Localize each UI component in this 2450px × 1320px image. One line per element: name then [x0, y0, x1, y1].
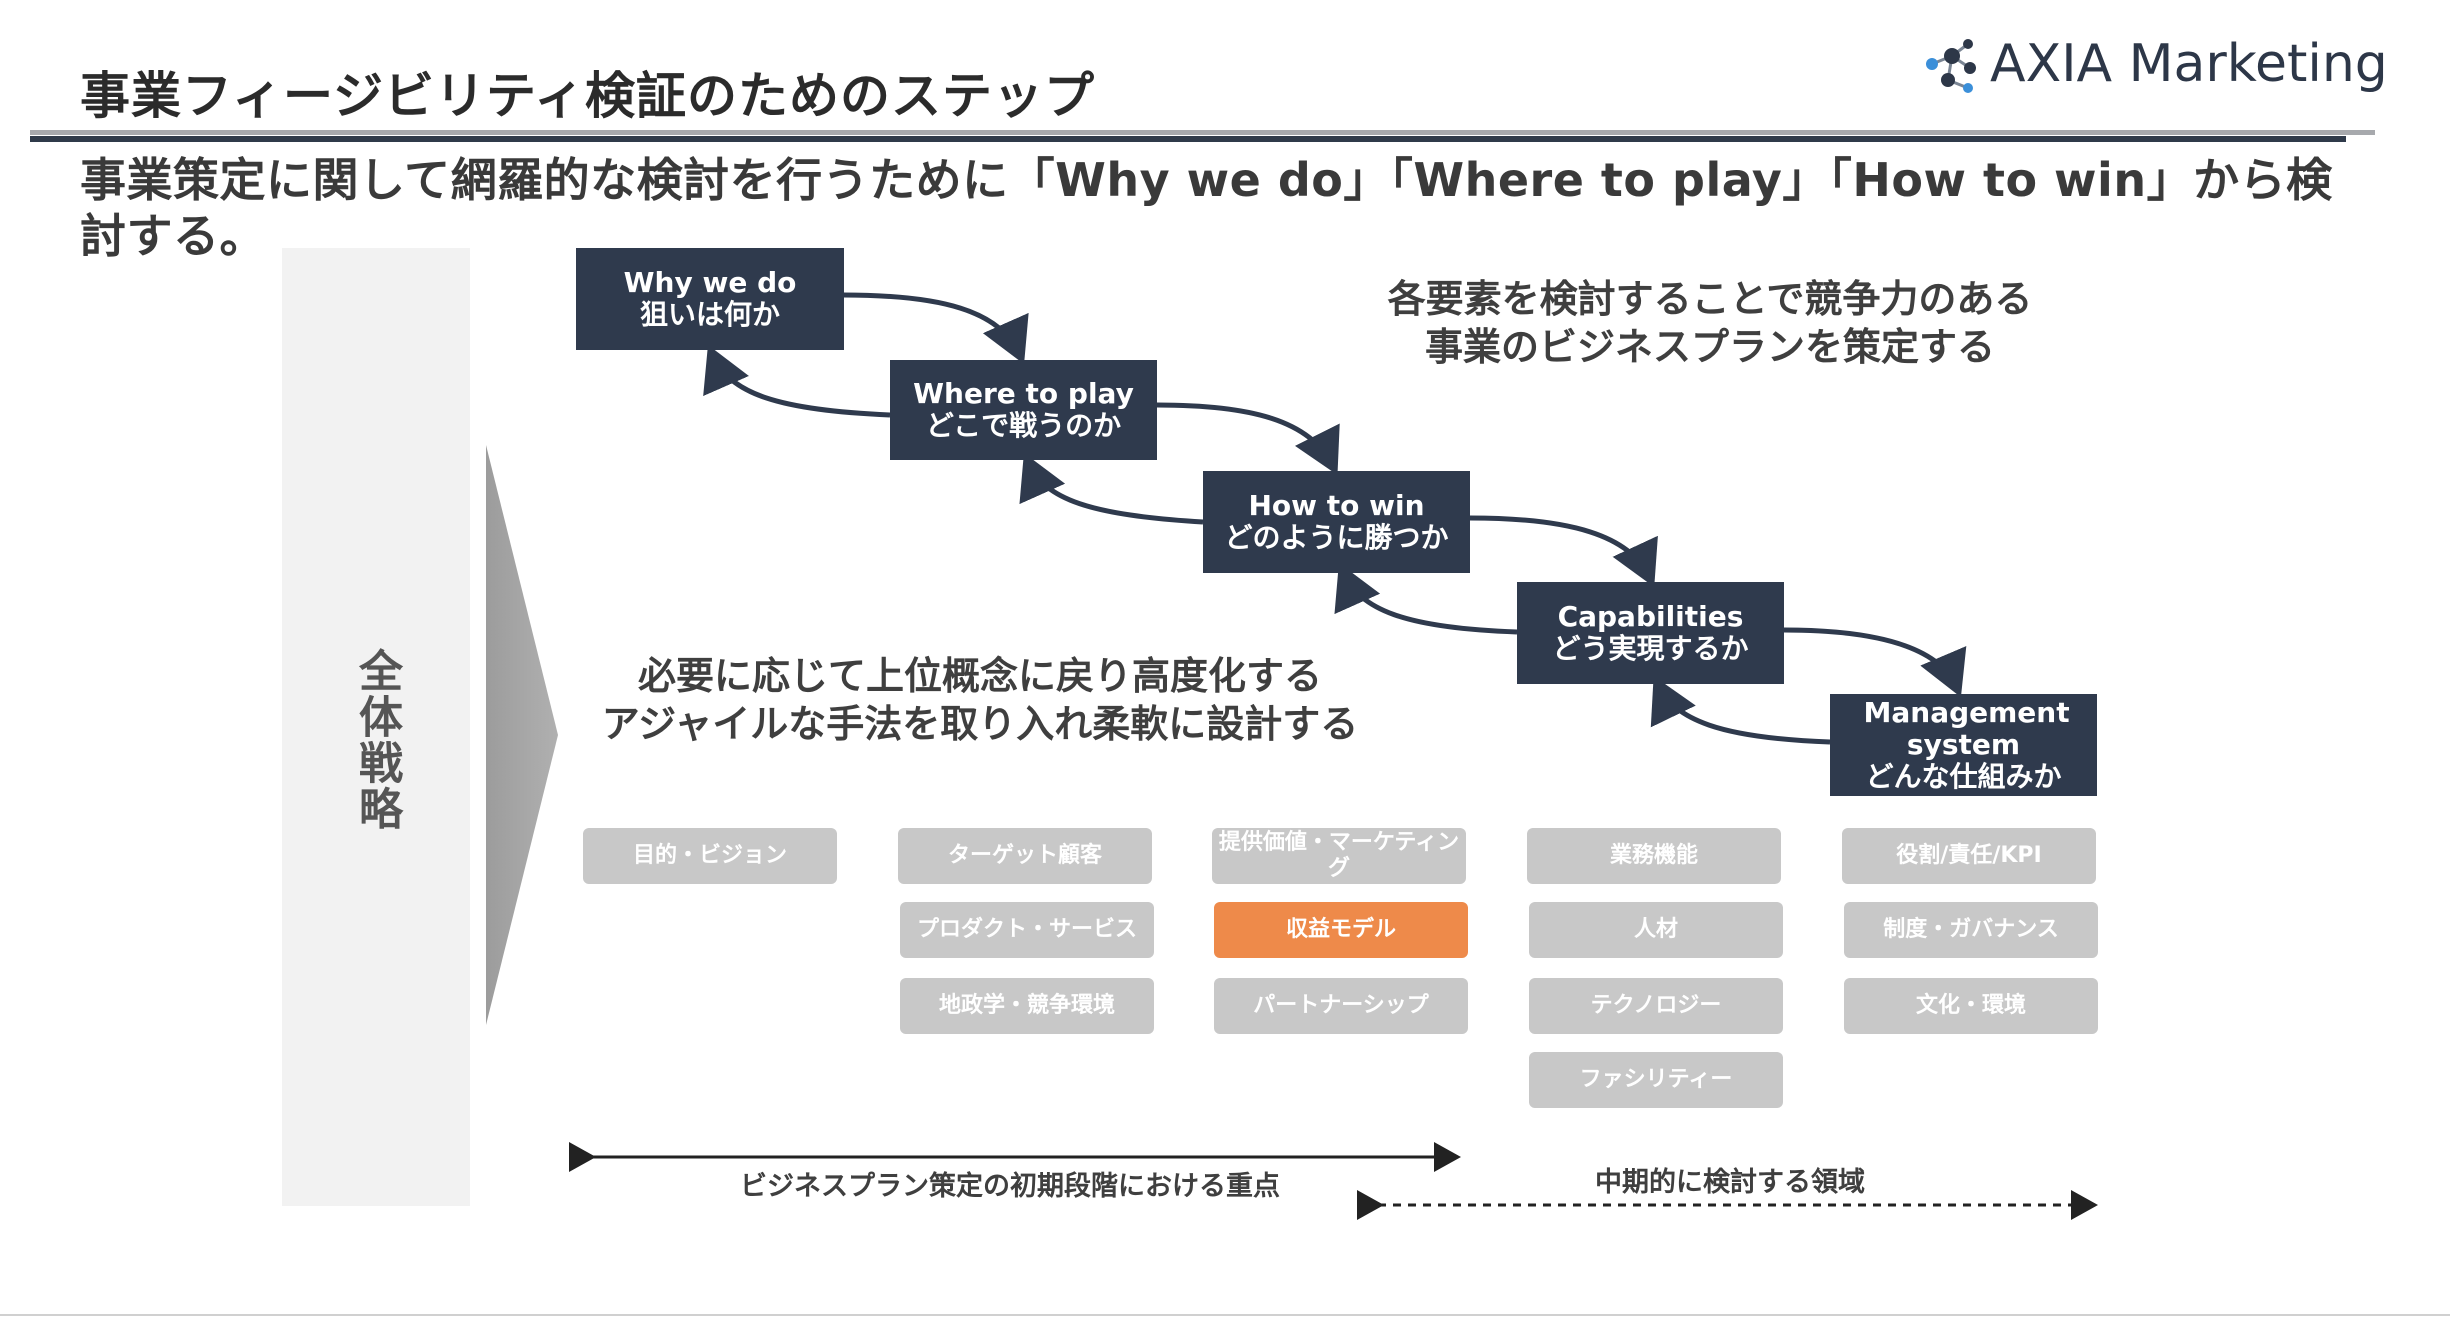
step-management-system: Management system どんな仕組みか	[1830, 694, 2097, 796]
tag-role-kpi: 役割/責任/KPI	[1842, 828, 2096, 884]
tag-governance: 制度・ガバナンス	[1844, 902, 2098, 958]
step-en: Where to play	[913, 377, 1134, 410]
tag-target-customer: ターゲット顧客	[898, 828, 1152, 884]
header-rule-light	[30, 130, 2375, 135]
left-note-line: アジャイルな手法を取り入れ柔軟に設計する	[601, 702, 1359, 746]
step-how-to-win: How to win どのように勝つか	[1203, 471, 1470, 573]
forward-arrow-4	[1783, 627, 1967, 698]
step-why-we-do: Why we do 狙いは何か	[576, 248, 844, 350]
logo: AXIA Marketing	[1918, 30, 2388, 104]
tag-partnership: パートナーシップ	[1214, 978, 1468, 1034]
forward-arrow-2	[1156, 402, 1340, 475]
early-stage-label: ビジネスプラン策定の初期段階における重点	[740, 1171, 1280, 1202]
footer-rule	[0, 1314, 2450, 1316]
left-note-line: 必要に応じて上位概念に戻り高度化する	[637, 654, 1322, 698]
step-en: Management system	[1863, 696, 2070, 761]
step-ja: どんな仕組みか	[1865, 760, 2062, 793]
step-ja: どのように勝つか	[1224, 521, 1449, 554]
molecule-icon	[1926, 39, 1976, 93]
page-title: 事業フィージビリティ検証のためのステップ	[80, 67, 1095, 125]
tag-culture-environment: 文化・環境	[1844, 978, 2098, 1034]
step-ja: どこで戦うのか	[925, 409, 1122, 442]
subtitle: 事業策定に関して網羅的な検討を行うために「Why we do」「Where to…	[80, 153, 2333, 263]
step-en: Why we do	[623, 266, 797, 299]
tag-facility: ファシリティー	[1529, 1052, 1783, 1108]
step-en: Capabilities	[1557, 600, 1744, 633]
forward-arrow-1	[842, 292, 1029, 365]
step-ja: 狙いは何か	[639, 298, 780, 331]
tag-revenue-model: 収益モデル	[1214, 902, 1468, 958]
right-note-line: 事業のビジネスプランを策定する	[1424, 325, 1995, 369]
back-arrow-1	[703, 344, 891, 418]
mid-term-label: 中期的に検討する領域	[1595, 1167, 1865, 1198]
tag-business-function: 業務機能	[1527, 828, 1781, 884]
left-panel	[282, 248, 470, 1206]
big-chevron-arrow	[486, 445, 558, 1025]
tag-human-resources: 人材	[1529, 902, 1783, 958]
tag-purpose-vision: 目的・ビジョン	[583, 828, 837, 884]
header-rule	[30, 136, 2346, 142]
tag-technology: テクノロジー	[1529, 978, 1783, 1034]
tag-value-marketing: 提供価値・マーケティング	[1212, 828, 1466, 884]
tag-product-service: プロダクト・サービス	[900, 902, 1154, 958]
right-note: 各要素を検討することで競争力のある 事業のビジネスプランを策定する	[1300, 275, 2120, 371]
left-panel-label: 全体戦略	[351, 648, 402, 832]
back-arrow-2	[1019, 452, 1204, 525]
logo-text: AXIA Marketing	[1990, 34, 2388, 94]
left-note: 必要に応じて上位概念に戻り高度化する アジャイルな手法を取り入れ柔軟に設計する	[580, 652, 1380, 748]
step-where-to-play: Where to play どこで戦うのか	[890, 360, 1157, 460]
step-en: How to win	[1248, 489, 1425, 522]
forward-arrow-3	[1469, 515, 1658, 588]
step-capabilities: Capabilities どう実現するか	[1517, 582, 1784, 684]
step-ja: どう実現するか	[1552, 632, 1749, 665]
right-note-line: 各要素を検討することで競争力のある	[1387, 277, 2033, 321]
back-arrow-4	[1650, 676, 1831, 745]
back-arrow-3	[1334, 562, 1518, 635]
tag-geopolitics-competition: 地政学・競争環境	[900, 978, 1154, 1034]
